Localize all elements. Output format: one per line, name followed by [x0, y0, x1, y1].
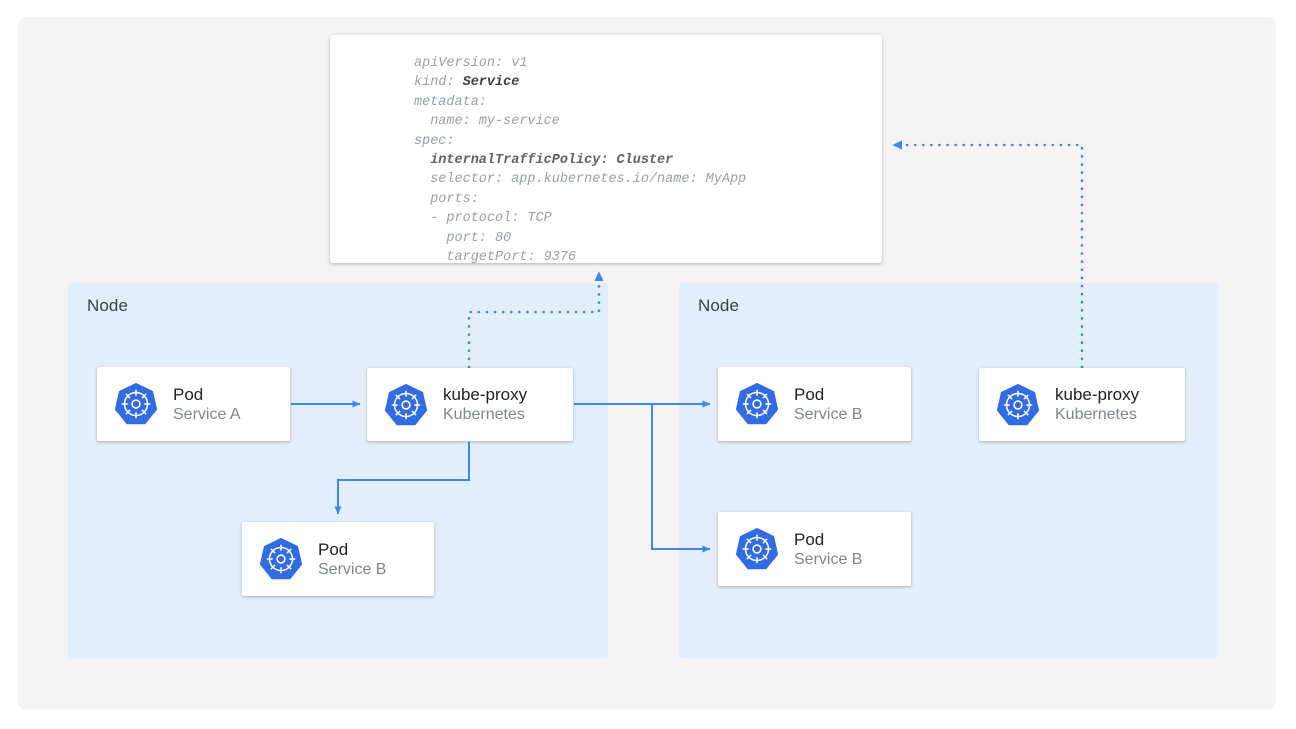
service-manifest-panel: apiVersion: v1 kind: Service metadata: nam… [330, 35, 882, 263]
manifest-line-2: metadata: [414, 94, 487, 110]
card-pod-service-b-remote-1[interactable]: Pod Service B [718, 367, 911, 441]
card-subtitle: Service B [794, 405, 863, 423]
connector-kube-proxy-to-pod-b-local [334, 442, 470, 515]
card-subtitle: Kubernetes [443, 406, 525, 424]
connector-kube-proxy-to-pod-b-r2 [651, 404, 711, 553]
card-subtitle: Kubernetes [1055, 406, 1137, 424]
kubernetes-logo-icon [113, 381, 159, 427]
kubernetes-logo-icon [383, 382, 429, 428]
manifest-line-10: targetPort: 9376 [414, 250, 577, 263]
manifest-line-4: spec: [414, 133, 455, 149]
card-title: Pod [318, 539, 349, 559]
card-title: kube-proxy [1055, 385, 1140, 405]
card-pod-service-a[interactable]: Pod Service A [97, 367, 290, 441]
manifest-line-1: kind: Service [414, 75, 520, 91]
card-pod-service-b-remote-2[interactable]: Pod Service B [718, 512, 911, 586]
kubernetes-logo-icon [734, 381, 780, 427]
manifest-line-6: selector: app.kubernetes.io/name: MyApp [414, 172, 747, 188]
connector-kube-proxy-right-to-manifest [891, 140, 1084, 369]
manifest-line-7: ports: [414, 191, 479, 207]
card-subtitle: Service B [318, 560, 387, 578]
manifest-line-0: apiVersion: v1 [414, 56, 528, 71]
card-title: Pod [173, 384, 204, 404]
kubernetes-logo-icon [258, 536, 304, 582]
node-label: Node [87, 296, 129, 315]
card-subtitle: Service B [794, 550, 863, 568]
card-kube-proxy-right[interactable]: kube-proxy Kubernetes [979, 368, 1185, 441]
card-title: kube-proxy [443, 385, 528, 405]
connector-kube-proxy-left-to-manifest [467, 270, 604, 369]
node-label: Node [698, 296, 740, 315]
manifest-line-3: name: my-service [414, 114, 560, 130]
kubernetes-logo-icon [734, 526, 780, 572]
service-manifest-code: apiVersion: v1 kind: Service metadata: nam… [414, 54, 746, 263]
manifest-line-token: Service [462, 75, 520, 91]
card-title: Pod [794, 529, 825, 549]
card-kube-proxy-left[interactable]: kube-proxy Kubernetes [367, 368, 573, 441]
manifest-line-9: port: 80 [414, 230, 512, 246]
card-title: Pod [794, 384, 825, 404]
card-pod-service-b-local[interactable]: Pod Service B [242, 522, 434, 596]
manifest-line-5: internalTrafficPolicy: Cluster [414, 153, 674, 169]
card-subtitle: Service A [173, 405, 241, 423]
node-container-right: Node [679, 283, 1219, 658]
manifest-line-8: - protocol: TCP [414, 211, 552, 227]
kubernetes-logo-icon [995, 382, 1041, 428]
